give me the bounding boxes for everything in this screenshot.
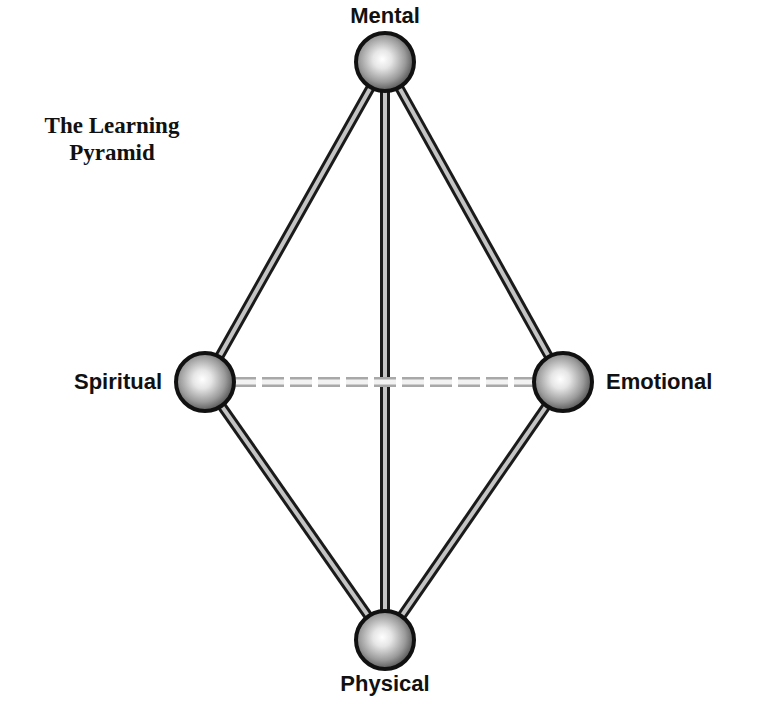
node-label: Physical: [340, 671, 429, 697]
connector-rod: [219, 87, 371, 356]
node-label: Spiritual: [74, 369, 162, 395]
sphere-node: Spiritual: [174, 351, 236, 413]
sphere-node: Emotional: [532, 351, 594, 413]
sphere-node: Mental: [354, 31, 416, 93]
connector-rod: [222, 406, 369, 616]
connector-rod: [385, 91, 386, 611]
node-label: Emotional: [606, 369, 712, 395]
connector-rod: [401, 406, 546, 616]
diagram-title: The Learning Pyramid: [12, 112, 212, 166]
connector-rod: [234, 382, 534, 383]
sphere-node: Physical: [354, 609, 416, 671]
node-label: Mental: [350, 3, 420, 29]
connector-rod: [399, 87, 549, 356]
